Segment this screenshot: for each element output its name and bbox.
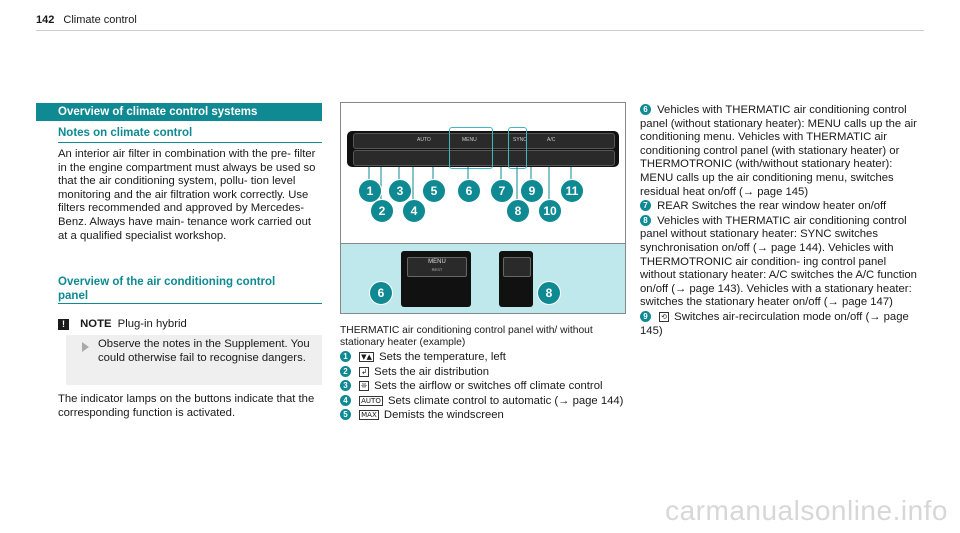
warning-icon: ! [58,319,69,330]
item-text: Sets the airflow or switches off climate… [374,380,603,393]
page-header: 142 Climate control [36,14,137,26]
panel-heading: Overview of the air conditioning control… [58,276,276,302]
recirculation-icon: ⟲ [659,311,670,322]
callout-8: 8 [506,199,530,223]
list-item: 5 MAX Demists the windscreen [340,409,625,423]
page-number: 142 [36,14,55,26]
item-number: 4 [340,394,351,406]
item-number: 1 [340,351,351,362]
section-title-bar: Overview of climate control systems [36,103,322,121]
panel-label-sync: SYNC [513,137,527,143]
list-item: 2 ↲ Sets the air distribution [340,365,625,380]
right-list: 6 Vehicles with THERMATIC air conditioni… [640,104,924,338]
rest-detail-label: REST [431,267,443,272]
panel-label-menu: MENU [462,137,477,143]
item-text: Sets the temperature, left [379,351,506,363]
menu-highlight [449,127,493,169]
figure-caption: THERMATIC air conditioning control panel… [340,325,593,349]
panel-button-row-bottom [353,150,615,166]
panel-label-auto: AUTO [417,137,431,143]
menu-detail-button: MENU REST [407,257,467,277]
note-line: ! NOTE Plug-in hybrid [58,318,187,330]
middle-list: 1 ▼▲ Sets the temperature, left 2 ↲ Sets… [340,351,625,423]
note-box [66,335,322,385]
section-title: Overview of climate control systems [58,106,258,118]
panel-button-row-top [353,133,615,149]
defrost-icon: MAX [359,410,379,421]
callout-9: 9 [520,179,544,203]
item-number: 9 [640,310,651,322]
callout-5: 5 [422,179,446,203]
callout-7: 7 [490,179,514,203]
panel-rule [58,303,322,304]
chapter-title: Climate control [63,14,137,26]
indicator-text: The indicator lamps on the buttons indic… [58,393,315,419]
menu-detail-label: MENU [428,259,446,265]
item-number: 5 [340,409,351,421]
notes-rule [58,142,322,143]
play-icon [82,342,89,352]
callout-6-detail: 6 [369,281,393,305]
callout-11: 11 [560,179,584,203]
list-item: 3 ❊ Sets the airflow or switches off cli… [340,380,625,394]
list-item: 6 Vehicles with THERMATIC air conditioni… [640,104,924,199]
watermark: carmanualsonline.info [665,495,948,526]
notes-heading: Notes on climate control [58,127,193,139]
callout-lines [368,167,572,199]
item-text: Vehicles with THERMATIC air conditioning… [640,104,917,198]
list-item: 1 ▼▲ Sets the temperature, left [340,351,625,365]
item-text: REAR Switches the rear window heater on/… [657,200,887,213]
callout-10: 10 [538,199,562,223]
sync-detail-button [503,257,531,277]
note-sub: Plug-in hybrid [117,318,187,330]
callout-6: 6 [457,179,481,203]
note-text: Observe the notes in the Supplement. You… [98,338,310,364]
callout-8-detail: 8 [537,281,561,305]
temperature-icon: ▼▲ [359,352,374,362]
item-text: Sets climate control to automatic (→ pag… [387,394,624,407]
air-distribution-icon: ↲ [359,366,370,377]
item-number: 2 [340,365,351,377]
list-item: 4 AUTO Sets climate control to automatic… [340,394,625,409]
item-number: 3 [340,380,351,392]
panel-label-ac: A/C [547,137,556,143]
note-label: NOTE [80,318,112,330]
list-item: 7 REAR Switches the rear window heater o… [640,200,924,214]
callout-4: 4 [402,199,426,223]
auto-icon: AUTO [359,395,383,406]
header-rule [36,30,924,31]
item-text: Vehicles with THERMATIC air conditioning… [640,214,917,309]
item-number: 8 [640,214,651,226]
item-number: 7 [640,200,651,212]
item-text: Sets the air distribution [374,365,490,378]
item-text: Switches air-recirculation mode on/off (… [640,310,909,337]
figure: AUTO MENU SYNC A/C 1 2 3 4 5 6 7 8 9 10 … [340,102,626,314]
callout-2: 2 [370,199,394,223]
item-number: 6 [640,104,651,115]
list-item: 8 Vehicles with THERMATIC air conditioni… [640,214,924,310]
callout-3: 3 [388,179,412,203]
notes-paragraph: An interior air filter in combination wi… [58,148,316,242]
list-item: 9 ⟲ Switches air-recirculation mode on/o… [640,310,924,338]
item-text: Demists the windscreen [383,409,504,422]
airflow-icon: ❊ [359,381,370,392]
